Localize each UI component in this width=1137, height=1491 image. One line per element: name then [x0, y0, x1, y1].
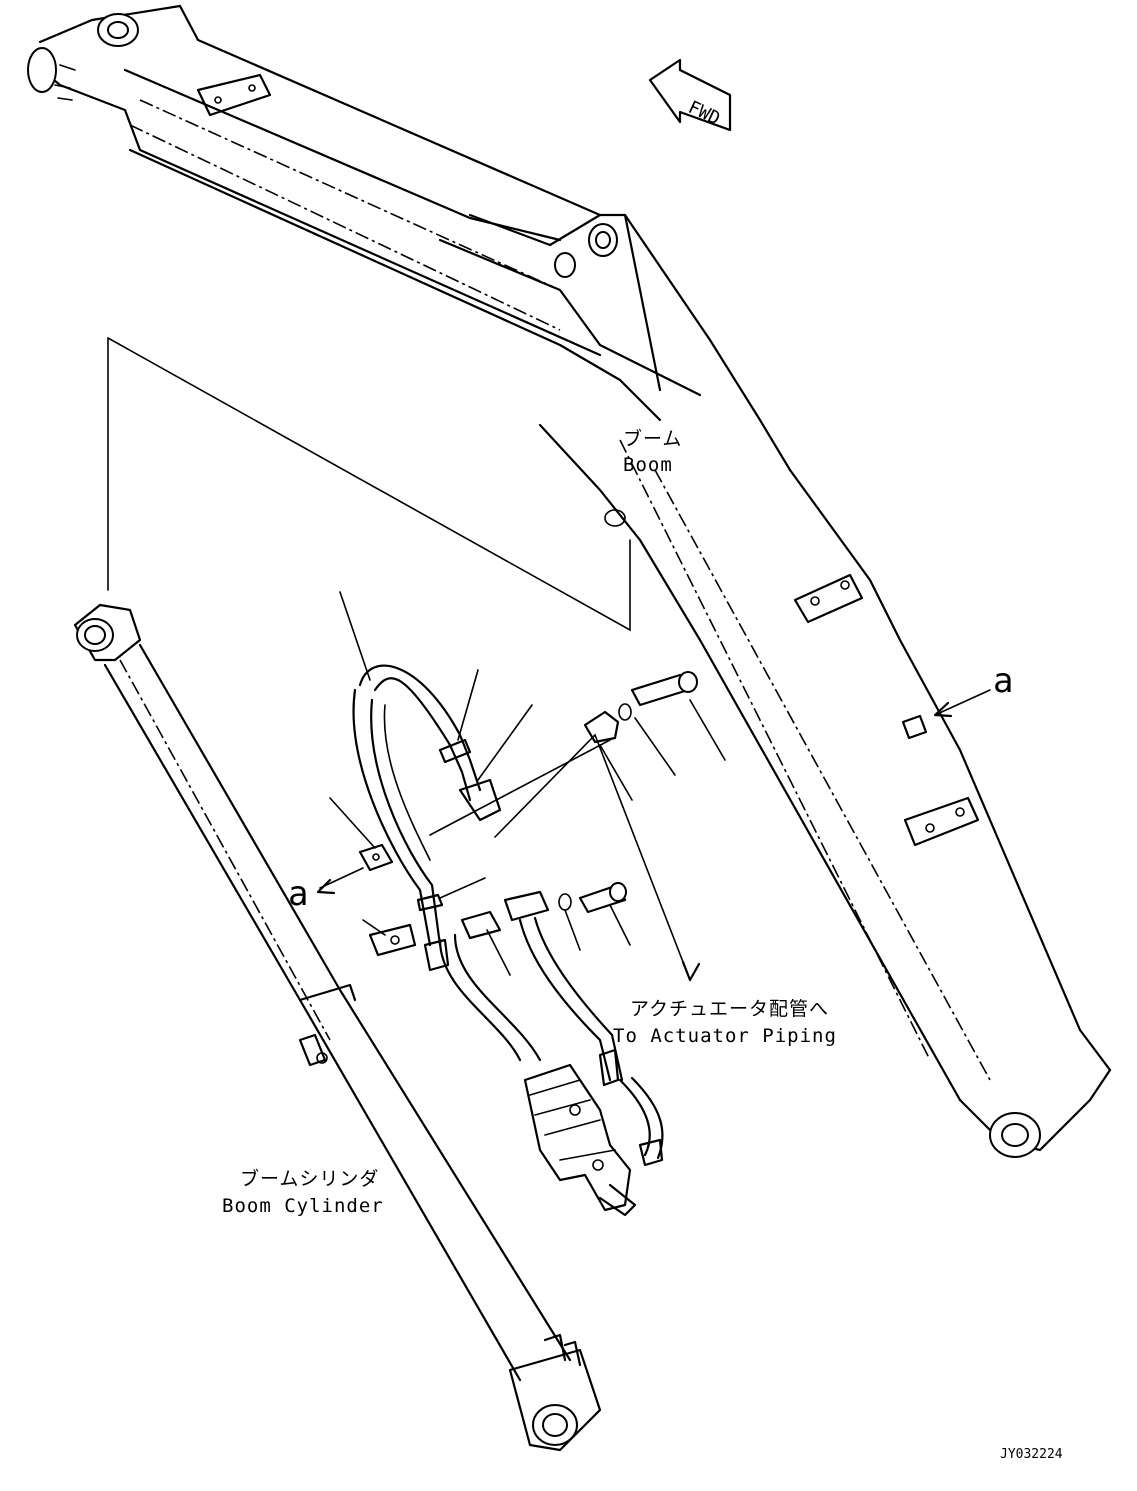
boom-cylinder: [73, 603, 637, 1452]
view-marker-left: a: [288, 874, 308, 914]
actuator-label-en: To Actuator Piping: [613, 1025, 837, 1047]
boom-cylinder-label-jp: ブームシリンダ: [240, 1167, 379, 1190]
boom-label-jp: ブーム: [623, 427, 682, 450]
drawing-code: JY032224: [1000, 1447, 1063, 1462]
actuator-label-jp: アクチュエータ配管へ: [630, 998, 829, 1020]
boom-label-en: Boom: [623, 454, 673, 476]
view-marker-right: a: [993, 661, 1013, 701]
leader-lines: [107, 337, 701, 982]
fwd-arrow-icon: FWD: [648, 58, 732, 132]
boom: [27, 4, 1112, 1158]
hose-assembly: [316, 591, 726, 1167]
boom-cylinder-label-en: Boom Cylinder: [222, 1195, 384, 1217]
